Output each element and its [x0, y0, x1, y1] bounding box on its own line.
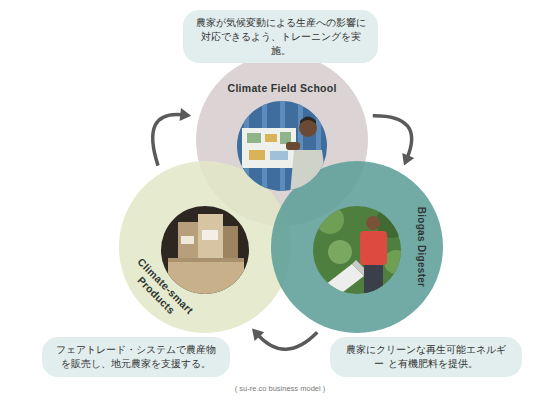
arrow-head	[180, 108, 192, 121]
cycle-arrow	[252, 328, 317, 349]
circle-label: Biogas Digester	[415, 207, 427, 288]
field-school-photo	[235, 99, 329, 195]
caption: ( su-re.co business model )	[0, 384, 560, 393]
circle-fill	[119, 161, 291, 333]
process-circle: Climate-smart Products	[119, 161, 291, 333]
circle-label: Climate Field School	[228, 82, 337, 95]
process-circle: Climate Field School	[196, 54, 368, 226]
arrow-line	[257, 332, 317, 349]
arrow-line	[373, 116, 412, 159]
circle-fill	[196, 54, 368, 226]
callout-bubble: 農家にクリーンな再生可能エネルギー と有機肥料を提供。	[330, 337, 522, 377]
callout-text: フェアトレード・システムで農産物 を販売し、地元農家を支援する。	[54, 343, 218, 371]
arrow-line	[153, 114, 184, 165]
cycle-arrow	[373, 116, 414, 166]
arrow-head	[252, 328, 264, 341]
circle-shape	[196, 54, 368, 226]
biogas-photo	[311, 204, 408, 302]
cycle-arrow	[153, 108, 191, 166]
callout-bubble: フェアトレード・システムで農産物 を販売し、地元農家を支援する。	[42, 337, 230, 377]
callout-text: 農家が気候変動による生産への影響に 対応できるよう、トレーニングを実施。	[195, 16, 366, 57]
arrow-head	[402, 153, 414, 166]
circle-shape	[119, 161, 291, 333]
circle-fill	[271, 161, 443, 333]
callout-text: 農家にクリーンな再生可能エネルギー と有機肥料を提供。	[342, 343, 510, 371]
process-circle: Biogas Digester	[271, 161, 443, 333]
circle-label: Climate-smart Products	[120, 250, 201, 331]
callout-bubble: 農家が気候変動による生産への影響に 対応できるよう、トレーニングを実施。	[183, 10, 378, 63]
